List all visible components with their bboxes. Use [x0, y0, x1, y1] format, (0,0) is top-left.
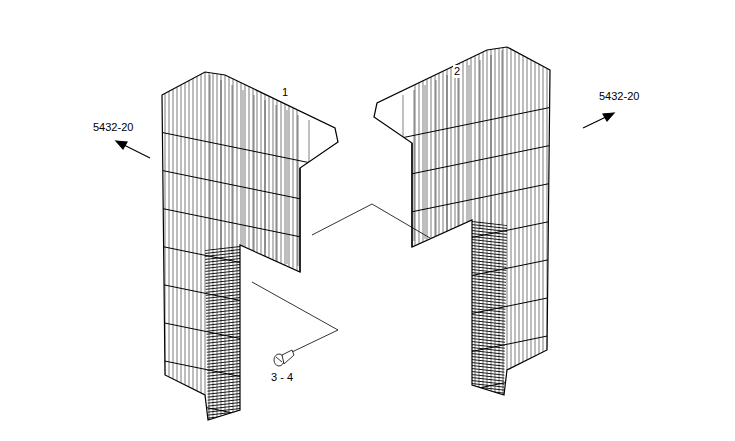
callout-number: 1 — [281, 86, 289, 99]
reference-label: 5432-20 — [92, 121, 134, 134]
direction-arrows — [116, 113, 614, 158]
grille-panel — [150, 60, 345, 436]
reference-label: 5432-20 — [598, 90, 640, 103]
callout-number: 3 - 4 — [270, 371, 294, 384]
grille-panel — [367, 35, 562, 411]
screw-symbol — [274, 350, 294, 366]
callout-number: 2 — [453, 65, 461, 78]
leader-lines — [252, 204, 430, 352]
